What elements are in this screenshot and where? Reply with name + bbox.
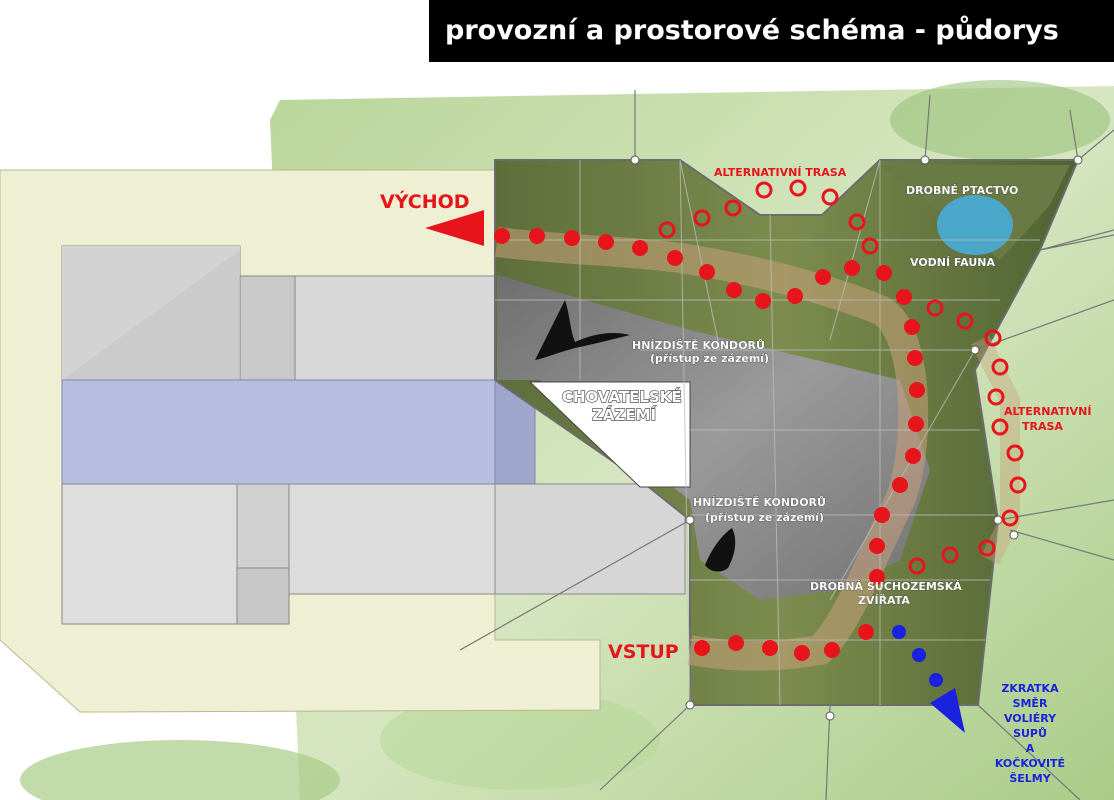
exhibit-enclosure xyxy=(494,159,1080,706)
breeding-facility-label: CHOVATELSKÉ xyxy=(562,387,682,406)
water-fauna-label: VODNÍ FAUNA xyxy=(910,256,995,269)
small-birds-label: DROBNÉ PTACTVO xyxy=(906,184,1018,197)
shortcut-label-line: VOLIÉRY xyxy=(1004,712,1057,725)
alternative-route xyxy=(658,179,1027,575)
condor-icon xyxy=(535,300,630,360)
shortcut-label-line: SMĚR xyxy=(1013,697,1048,710)
alt-route-right-label: ALTERNATIVNÍ xyxy=(1004,405,1091,418)
condor-nest-label-1: HNÍZDIŠTĚ KONDORŮ xyxy=(632,339,765,352)
shortcut-label-line: ŠELMY xyxy=(1009,772,1051,785)
existing-buildings xyxy=(61,245,686,625)
entrance-label: VSTUP xyxy=(608,641,679,663)
support-cables xyxy=(459,90,1114,800)
breeding-facility-label-2: ZÁZEMÍ xyxy=(592,405,657,424)
exit-label: VÝCHOD xyxy=(380,189,470,213)
small-land-animals-label-2: ZVÍŘATA xyxy=(858,594,910,607)
small-land-animals-label: DROBNÁ SUCHOZEMSKÁ xyxy=(810,580,962,593)
condor-nest-label-2: HNÍZDIŠTĚ KONDORŮ xyxy=(693,496,826,509)
condor-nest-note-1: (přístup ze zázemí) xyxy=(650,352,769,365)
cable-anchors xyxy=(630,155,1083,721)
page-title: provozní a prostorové schéma - půdorys xyxy=(429,0,1114,62)
main-route xyxy=(494,228,925,661)
condor-icon xyxy=(705,528,736,572)
shortcut-arrow-icon xyxy=(930,688,965,733)
floor-plan: VÝCHOD VSTUP ALTERNATIVNÍ TRASA ALTERNAT… xyxy=(0,80,1114,800)
shortcut-label-line: SUPŮ xyxy=(1013,727,1047,740)
shortcut-route xyxy=(892,625,943,687)
shortcut-label-line: KOČKOVITÉ xyxy=(995,757,1065,770)
alt-route-right-label-2: TRASA xyxy=(1022,420,1063,433)
alt-route-top-label: ALTERNATIVNÍ TRASA xyxy=(714,166,847,179)
shortcut-label-line: ZKRATKA xyxy=(1001,682,1059,695)
shortcut-label: ZKRATKA SMĚR VOLIÉRY SUPŮ A KOČKOVITÉ ŠE… xyxy=(995,682,1065,785)
condor-nest-note-2: (přístup ze zázemí) xyxy=(705,511,824,524)
shortcut-label-line: A xyxy=(1026,742,1035,755)
exit-arrow-icon xyxy=(425,210,484,246)
